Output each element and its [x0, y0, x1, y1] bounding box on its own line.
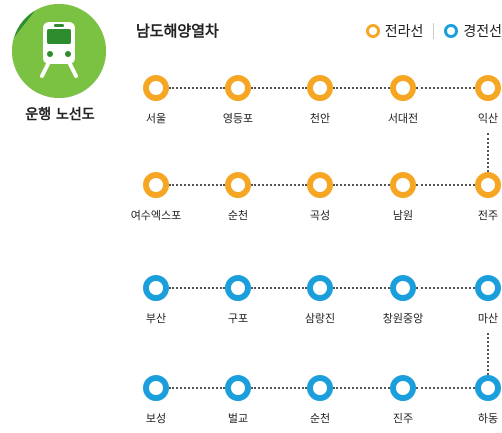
route-connector	[169, 87, 225, 89]
station-name: 전주	[477, 209, 499, 222]
station-name: 서대전	[387, 112, 419, 125]
legend-label-jeolla: 전라선	[384, 24, 424, 40]
station-marker[interactable]	[225, 75, 251, 101]
station-marker[interactable]	[307, 172, 333, 198]
route-connector	[251, 184, 307, 186]
legend-label-gyeongjeon: 경전선	[463, 24, 502, 40]
station-marker[interactable]	[143, 172, 169, 198]
station-name: 순천	[227, 209, 249, 222]
station-marker[interactable]	[475, 275, 501, 301]
station-marker[interactable]	[307, 75, 333, 101]
station-name: 보성	[145, 412, 167, 425]
station-marker[interactable]	[390, 75, 416, 101]
station-name: 서울	[145, 112, 167, 125]
station-marker[interactable]	[390, 375, 416, 401]
route-connector	[169, 387, 225, 389]
route-map-label: 운행 노선도	[25, 107, 95, 123]
route-connector	[333, 387, 390, 389]
legend-divider	[433, 23, 435, 39]
legend-item-gyeongjeon: 경전선	[444, 21, 502, 41]
route-connector	[333, 184, 390, 186]
station-name: 삼랑진	[304, 312, 336, 325]
station-name: 천안	[309, 112, 331, 125]
station-marker[interactable]	[143, 375, 169, 401]
route-map-logo	[12, 4, 106, 98]
route-connector	[416, 287, 475, 289]
station-name: 곡성	[309, 209, 331, 222]
legend-dot-jeolla	[365, 24, 380, 38]
station-marker[interactable]	[475, 172, 501, 198]
logo-circle	[12, 4, 106, 98]
station-name: 구포	[227, 312, 249, 325]
legend-dot-gyeongjeon	[444, 24, 459, 38]
station-marker[interactable]	[225, 275, 251, 301]
train-icon	[40, 22, 78, 78]
route-connector	[416, 87, 475, 89]
route-connector	[416, 387, 475, 389]
station-marker[interactable]	[307, 275, 333, 301]
station-name: 여수엑스포	[130, 209, 182, 222]
station-name: 부산	[145, 312, 167, 325]
station-name: 순천	[309, 412, 331, 425]
train-title: 남도해양열차	[136, 22, 219, 40]
station-name: 진주	[392, 412, 414, 425]
station-marker[interactable]	[390, 172, 416, 198]
station-name: 남원	[392, 209, 414, 222]
route-connector	[333, 287, 390, 289]
station-marker[interactable]	[143, 275, 169, 301]
route-connector	[251, 387, 307, 389]
station-name: 마산	[477, 312, 499, 325]
line-legend: 전라선 경전선	[358, 21, 502, 41]
route-connector	[169, 287, 225, 289]
route-connector-vertical	[487, 333, 489, 375]
station-name: 익산	[477, 112, 499, 125]
station-name: 영등포	[222, 112, 254, 125]
route-connector	[251, 287, 307, 289]
station-marker[interactable]	[225, 172, 251, 198]
station-marker[interactable]	[225, 375, 251, 401]
station-marker[interactable]	[475, 375, 501, 401]
route-connector	[169, 184, 225, 186]
station-marker[interactable]	[390, 275, 416, 301]
route-connector	[416, 184, 475, 186]
station-name: 창원중앙	[382, 312, 424, 325]
station-marker[interactable]	[475, 75, 501, 101]
route-connector-vertical	[487, 133, 489, 172]
station-marker[interactable]	[143, 75, 169, 101]
legend-item-jeolla: 전라선	[365, 21, 424, 41]
route-connector	[251, 87, 307, 89]
route-connector	[333, 87, 390, 89]
station-marker[interactable]	[307, 375, 333, 401]
station-name: 하동	[477, 412, 499, 425]
station-name: 벌교	[227, 412, 249, 425]
